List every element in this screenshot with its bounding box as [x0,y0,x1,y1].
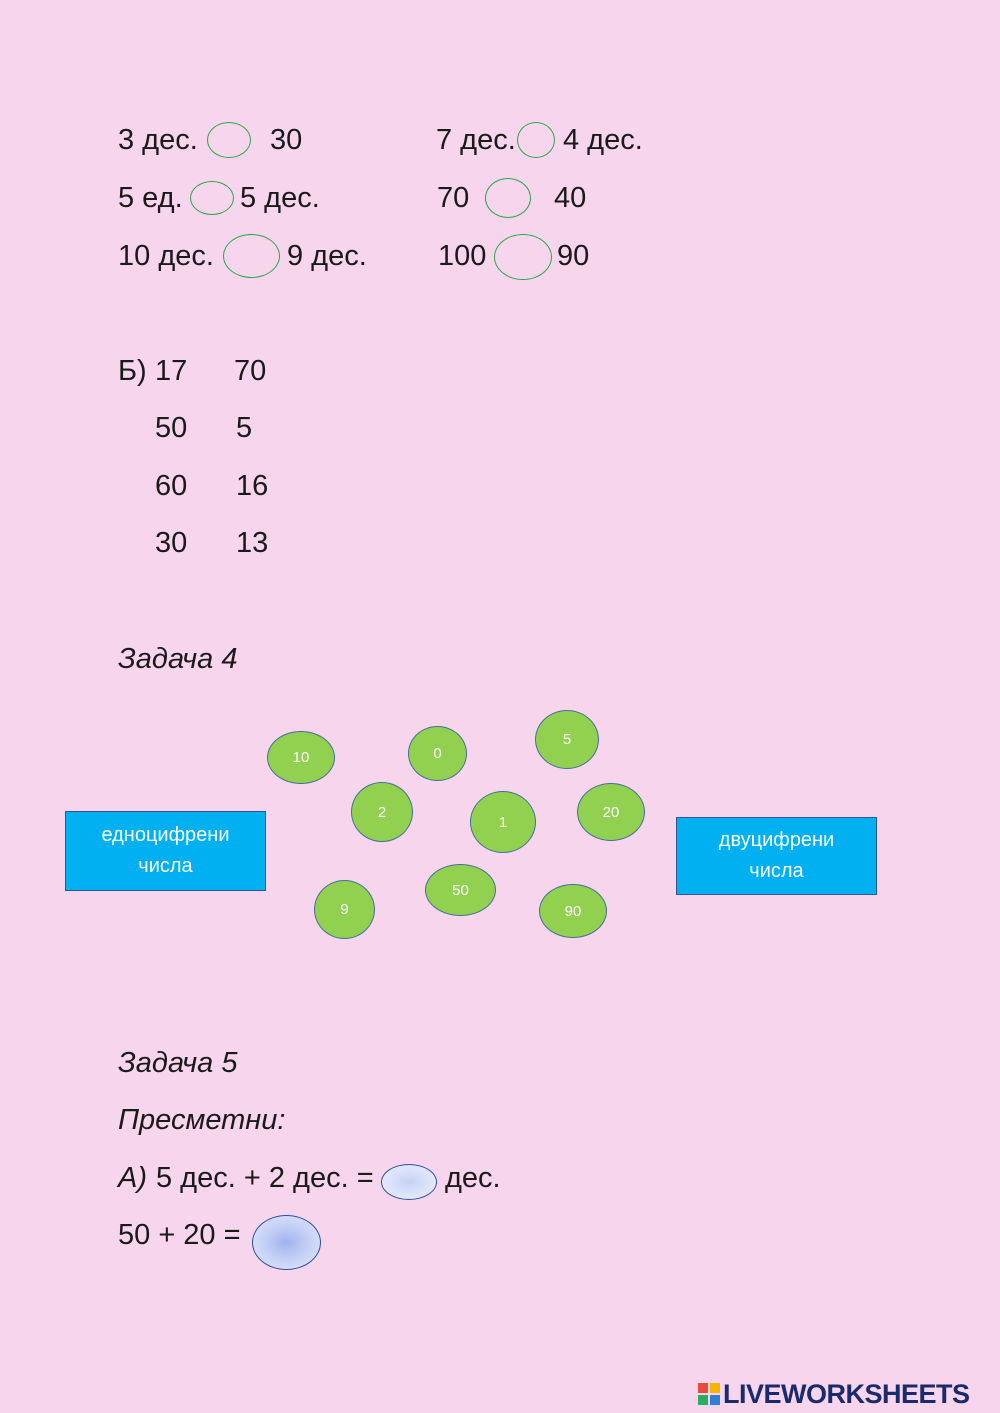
compare-2-right: 4 дес. [563,124,643,156]
compare-6-right: 90 [557,240,590,272]
task5-title: Задача 5 [118,1047,238,1079]
box-label-line: числа [749,860,804,882]
compare-5-left: 10 дес. [118,240,214,272]
part-b-left-value: 50 [155,412,188,444]
part-b-right-value: 16 [236,470,269,502]
compare-2-left: 7 дес. [436,124,516,156]
two-digit-drop-box[interactable]: двуцифрени числа [676,817,877,895]
number-ball[interactable]: 10 [267,731,335,784]
compare-answer-oval[interactable] [494,234,552,280]
task5-instruction: Пресметни: [118,1104,286,1136]
answer-bubble[interactable] [252,1215,321,1270]
single-digit-drop-box[interactable]: едноцифрени числа [65,811,266,891]
number-ball[interactable]: 0 [408,726,467,781]
number-ball[interactable]: 9 [314,880,375,939]
part-b-left-value: 17 [155,355,188,387]
part-b-label: Б) [118,355,147,387]
brand-name: LIVEWORKSHEETS [723,1378,970,1409]
box-label-line: двуцифрени [718,829,835,851]
part-b-right-value: 13 [236,527,269,559]
compare-3-right: 5 дес. [240,182,320,214]
part-b-right-value: 5 [236,412,253,444]
brand-mark-icon [698,1383,720,1405]
compare-5-right: 9 дес. [287,240,367,272]
compare-4-right: 40 [554,182,587,214]
compare-answer-oval[interactable] [223,234,280,278]
box-label-line: едноцифрени [101,824,230,846]
task5-a-label: А) [118,1162,147,1194]
number-ball[interactable]: 50 [425,864,496,916]
task5-b-expression: 50 + 20 = [118,1219,241,1251]
compare-answer-oval[interactable] [190,181,234,215]
part-b-right-value: 70 [234,355,267,387]
number-ball[interactable]: 5 [535,710,599,769]
task5-a-unit: дес. [445,1162,501,1194]
task5-a-expression: 5 дес. + 2 дес. = [156,1162,374,1194]
box-label-line: числа [138,855,193,877]
number-ball[interactable]: 2 [351,782,413,842]
compare-1-right: 30 [270,124,303,156]
compare-4-left: 70 [437,182,470,214]
task4-title: Задача 4 [118,643,238,675]
part-b-left-value: 30 [155,527,188,559]
answer-bubble[interactable] [381,1164,437,1200]
liveworksheets-logo: LIVEWORKSHEETS [698,1378,970,1410]
number-ball[interactable]: 20 [577,783,645,841]
compare-3-left: 5 ед. [118,182,183,214]
compare-1-left: 3 дес. [118,124,198,156]
number-ball[interactable]: 1 [470,791,536,853]
compare-6-left: 100 [438,240,487,272]
compare-answer-oval[interactable] [207,122,251,158]
compare-answer-oval[interactable] [517,122,555,158]
number-ball[interactable]: 90 [539,884,607,938]
compare-answer-oval[interactable] [485,178,531,218]
part-b-left-value: 60 [155,470,188,502]
